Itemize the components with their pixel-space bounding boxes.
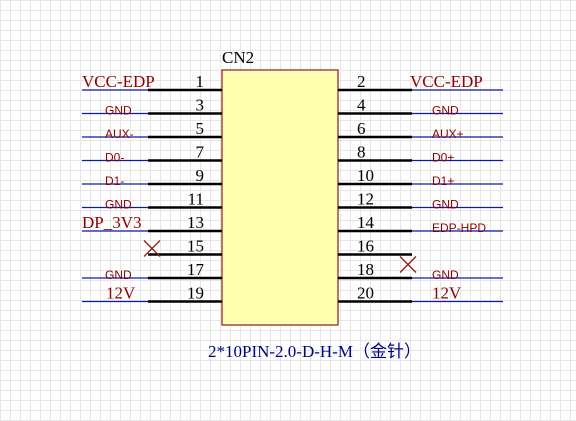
pin-number: 7 xyxy=(196,143,205,162)
pin-number: 19 xyxy=(187,284,204,303)
pin-number: 1 xyxy=(196,72,205,91)
net-label: AUX+ xyxy=(432,127,464,141)
net-label: D0- xyxy=(105,151,124,165)
net-label: AUX- xyxy=(105,127,134,141)
pin-number: 8 xyxy=(357,143,366,162)
pin-number: 18 xyxy=(357,260,374,279)
net-label: GND xyxy=(105,198,132,212)
pin-number: 11 xyxy=(188,190,204,209)
pin-number: 13 xyxy=(187,213,204,232)
designator-label: CN2 xyxy=(222,48,254,67)
pin-number: 12 xyxy=(357,190,374,209)
connector-body xyxy=(221,69,339,326)
pin-number: 17 xyxy=(187,260,205,279)
net-label: VCC-EDP xyxy=(410,72,483,91)
pin-number: 2 xyxy=(357,72,366,91)
net-label: GND xyxy=(105,268,132,282)
pin-number: 6 xyxy=(357,119,366,138)
pin-number: 3 xyxy=(196,96,205,115)
pin-number: 5 xyxy=(196,119,205,138)
part-name-label: 2*10PIN-2.0-D-H-M（金针） xyxy=(208,342,421,361)
net-label: VCC-EDP xyxy=(82,72,155,91)
net-label: GND xyxy=(105,104,132,118)
net-label: GND xyxy=(432,104,459,118)
net-label: D0+ xyxy=(432,151,454,165)
pin-number: 15 xyxy=(187,237,204,256)
net-label: 12V xyxy=(106,284,136,303)
net-label: EDP-HPD xyxy=(432,221,486,235)
net-label: D1- xyxy=(105,174,124,188)
net-label: DP_3V3 xyxy=(82,213,142,232)
pin-number: 10 xyxy=(357,166,374,185)
pin-number: 9 xyxy=(196,166,205,185)
net-label: GND xyxy=(432,268,459,282)
pin-number: 14 xyxy=(357,213,375,232)
pin-number: 20 xyxy=(357,284,374,303)
net-label: GND xyxy=(432,198,459,212)
pin-number: 16 xyxy=(357,237,374,256)
no-connect-mark xyxy=(143,240,161,257)
net-label: D1+ xyxy=(432,174,454,188)
pin-number: 4 xyxy=(357,96,366,115)
net-label: 12V xyxy=(432,284,462,303)
no-connect-mark xyxy=(399,256,417,273)
